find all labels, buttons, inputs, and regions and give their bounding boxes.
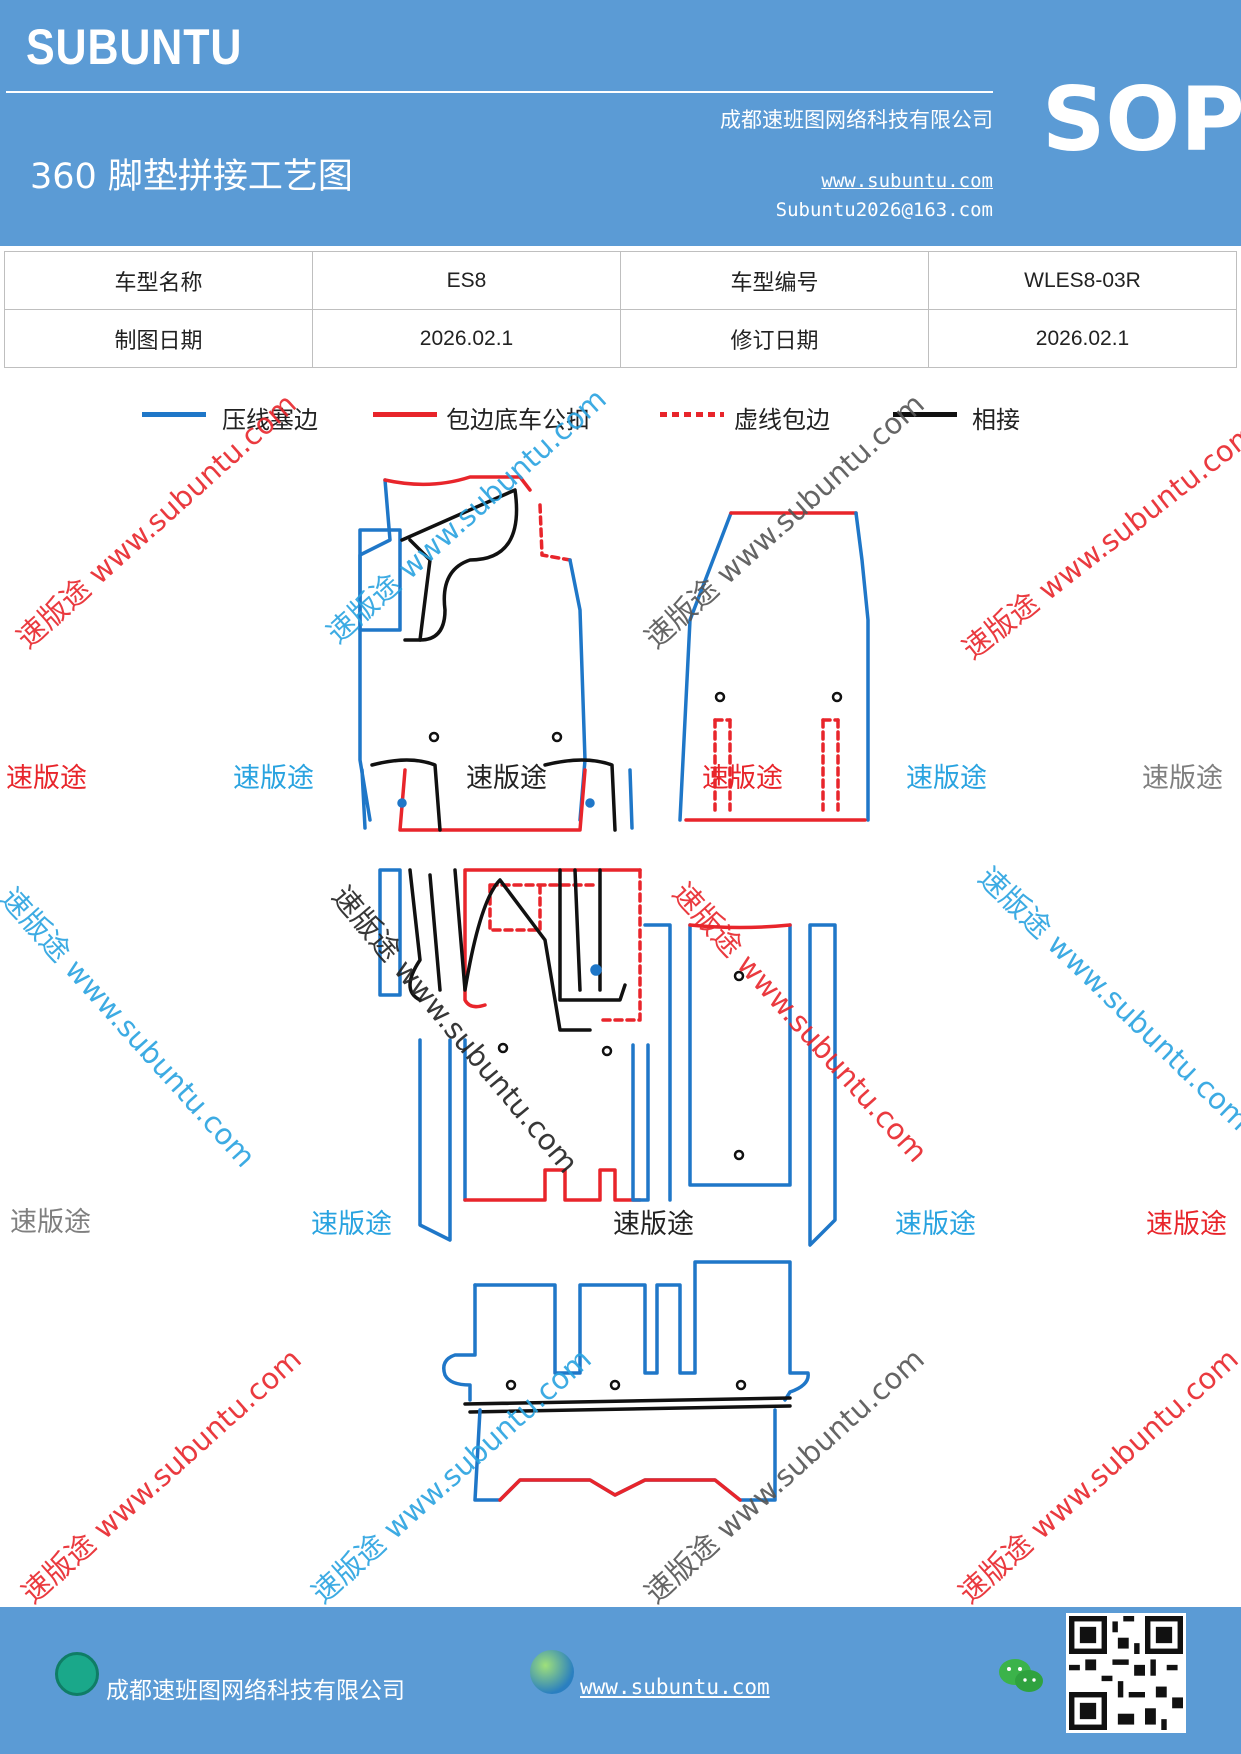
watermark-brand: 速版途 bbox=[1146, 1209, 1227, 1240]
label-model-code: 车型编号 bbox=[620, 251, 929, 310]
footer-website-link[interactable]: www.subuntu.com bbox=[580, 1675, 770, 1699]
sop-badge: SOP bbox=[1042, 68, 1241, 171]
email-address[interactable]: Subuntu2026@163.com bbox=[775, 199, 993, 221]
watermark-brand: 速版途 bbox=[613, 1209, 694, 1240]
value-model-name: ES8 bbox=[312, 251, 621, 310]
home-icon bbox=[55, 1652, 99, 1696]
label-revise-date: 修订日期 bbox=[620, 309, 929, 368]
watermark-brand: 速版途 bbox=[906, 763, 987, 794]
value-draw-date: 2026.02.1 bbox=[312, 309, 621, 368]
mat-passenger-front bbox=[678, 511, 870, 822]
legend-label-press: 压线塞边 bbox=[222, 406, 318, 434]
watermark-brand: 速版途 bbox=[6, 763, 87, 794]
brand-logo: SUBUNTU bbox=[26, 19, 243, 75]
legend-label-join: 相接 bbox=[972, 406, 1020, 434]
legend-swatch-join bbox=[893, 412, 957, 417]
vehicle-info-table: 车型名称 ES8 车型编号 WLES8-03R 制图日期 2026.02.1 修… bbox=[4, 251, 1237, 368]
watermark-brand: 速版途 bbox=[895, 1209, 976, 1240]
watermark-brand: 速版途 bbox=[233, 763, 314, 794]
legend-label-red: 包边底车公扣 bbox=[446, 406, 590, 434]
legend-label-dashed: 虚线包边 bbox=[734, 406, 830, 434]
watermark-brand: 速版途 bbox=[466, 763, 547, 794]
watermark-brand: 速版途 bbox=[1142, 763, 1223, 794]
page-header: SUBUNTU 成都速班图网络科技有限公司 360 脚垫拼接工艺图 www.su… bbox=[0, 0, 1241, 246]
wechat-icon bbox=[999, 1659, 1043, 1692]
document-title: 360 脚垫拼接工艺图 bbox=[30, 157, 353, 197]
legend-swatch-red bbox=[373, 412, 437, 417]
watermark-brand: 速版途 bbox=[311, 1209, 392, 1240]
header-divider bbox=[6, 91, 993, 93]
globe-icon bbox=[530, 1650, 574, 1694]
table-row: 制图日期 2026.02.1 修订日期 2026.02.1 bbox=[4, 309, 1237, 368]
value-model-code: WLES8-03R bbox=[928, 251, 1237, 310]
footer-company-name: 成都速班图网络科技有限公司 bbox=[106, 1678, 405, 1704]
mat-third-row bbox=[442, 1260, 810, 1502]
label-model-name: 车型名称 bbox=[4, 251, 313, 310]
legend-swatch-dashed bbox=[660, 412, 724, 417]
website-link[interactable]: www.subuntu.com bbox=[821, 170, 993, 192]
legend-swatch-press bbox=[142, 412, 206, 417]
company-name: 成都速班图网络科技有限公司 bbox=[720, 108, 993, 132]
watermark-brand: 速版途 bbox=[702, 763, 783, 794]
qr-code bbox=[1066, 1613, 1186, 1733]
mat-second-row bbox=[378, 868, 837, 1247]
value-revise-date: 2026.02.1 bbox=[928, 309, 1237, 368]
watermark-brand: 速版途 bbox=[10, 1207, 91, 1238]
mat-driver-front bbox=[358, 475, 634, 832]
table-row: 车型名称 ES8 车型编号 WLES8-03R bbox=[4, 251, 1237, 310]
label-draw-date: 制图日期 bbox=[4, 309, 313, 368]
